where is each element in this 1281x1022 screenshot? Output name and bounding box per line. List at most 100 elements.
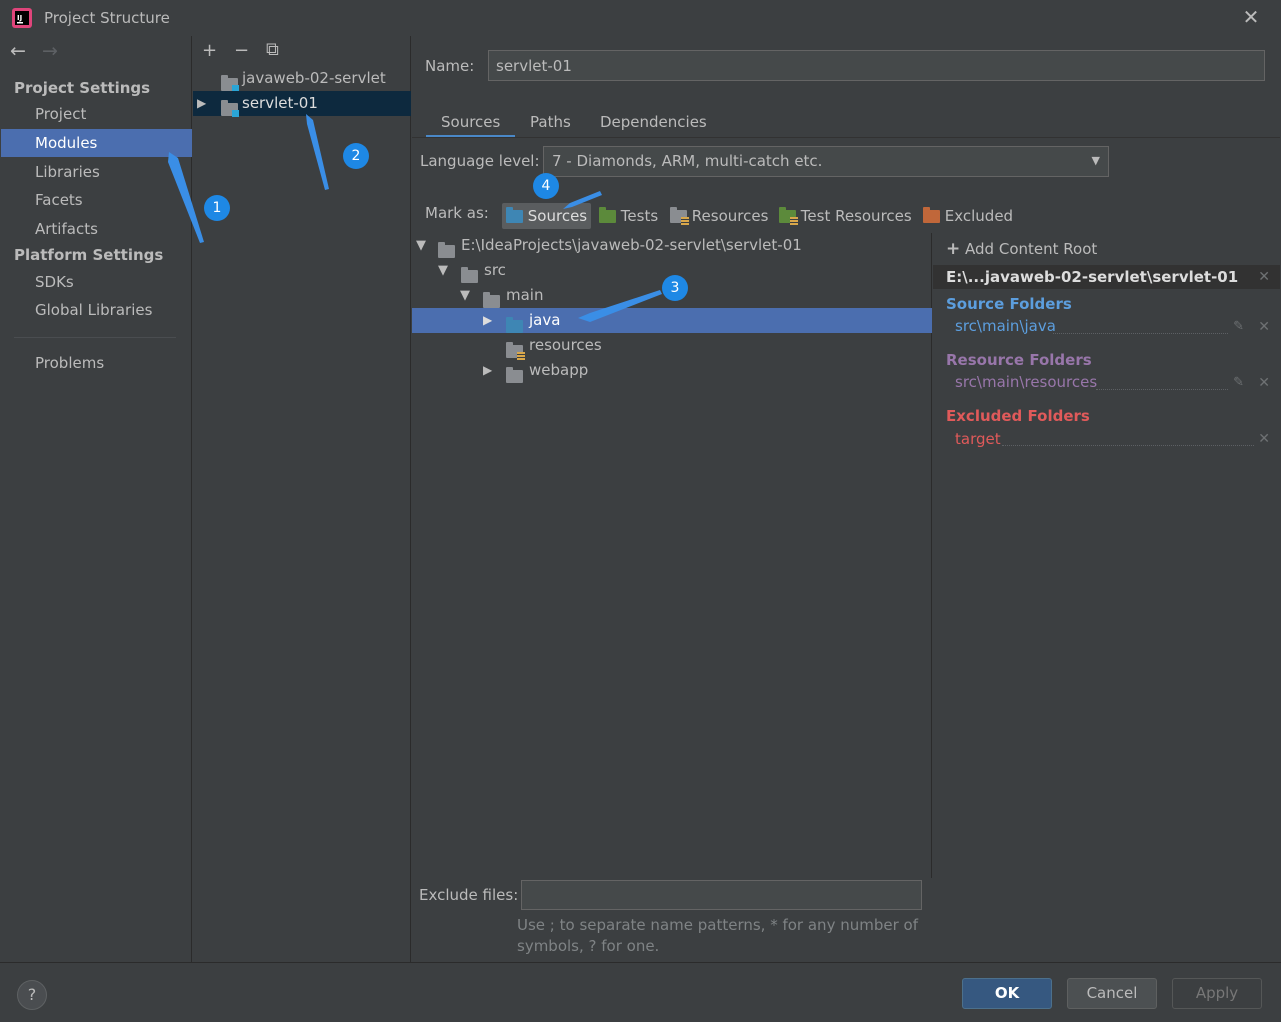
module-name-input[interactable] — [488, 50, 1265, 81]
sidebar-divider — [14, 337, 176, 338]
mark-as-label: Mark as: — [425, 204, 489, 222]
help-icon[interactable]: ? — [17, 980, 47, 1010]
exclude-files-input[interactable] — [521, 880, 922, 910]
collapse-triangle-icon[interactable]: ▼ — [416, 238, 426, 253]
excluded-folder-path: target — [955, 430, 1001, 448]
remove-resource-folder-icon[interactable]: ✕ — [1258, 375, 1270, 391]
copy-icon[interactable]: ⧉ — [266, 39, 279, 60]
folder-icon — [438, 242, 455, 258]
collapse-triangle-icon[interactable]: ▼ — [438, 263, 448, 278]
tree-label: E:\IdeaProjects\javaweb-02-servlet\servl… — [461, 236, 802, 254]
chevron-down-icon: ▼ — [1091, 154, 1100, 167]
sidebar-item-libraries[interactable]: Libraries — [35, 163, 100, 181]
modules-pane: + − ⧉ javaweb-02-servlet ▶ servlet-01 — [193, 36, 411, 962]
tab-paths[interactable]: Paths — [530, 113, 571, 131]
tree-row-resources[interactable]: resources — [412, 333, 932, 360]
source-folders-heading: Source Folders — [946, 295, 1072, 313]
excluded-folders-heading: Excluded Folders — [946, 407, 1090, 425]
callout-marker: 2 — [343, 143, 369, 169]
remove-excluded-folder-icon[interactable]: ✕ — [1258, 431, 1270, 447]
sidebar-item-global-libraries[interactable]: Global Libraries — [35, 301, 153, 319]
dotted-leader — [1096, 389, 1228, 390]
add-content-root-button[interactable]: + Add Content Root — [946, 239, 1098, 259]
platform-settings-heading: Platform Settings — [14, 246, 164, 264]
ok-button[interactable]: OK — [962, 978, 1052, 1009]
tree-label: java — [529, 311, 561, 329]
back-arrow-icon[interactable]: ← — [10, 40, 26, 62]
sidebar-item-modules[interactable]: Modules — [1, 129, 192, 157]
window-title: Project Structure — [44, 9, 170, 27]
source-folder-path: src\main\java — [955, 317, 1056, 335]
tree-label: webapp — [529, 361, 589, 379]
close-icon[interactable]: ✕ — [1242, 5, 1260, 29]
sidebar-item-artifacts[interactable]: Artifacts — [35, 220, 98, 238]
source-folder-tree: ▼ E:\IdeaProjects\javaweb-02-servlet\ser… — [412, 233, 932, 878]
expand-triangle-icon[interactable]: ▶ — [483, 363, 493, 377]
dotted-leader — [1053, 333, 1228, 334]
module-folder-icon — [221, 75, 239, 92]
tab-sources[interactable]: Sources — [426, 106, 516, 138]
add-icon[interactable]: + — [202, 40, 218, 61]
project-settings-heading: Project Settings — [14, 79, 151, 97]
tree-row-java[interactable]: ▶ java — [412, 308, 932, 333]
sidebar-item-facets[interactable]: Facets — [35, 191, 83, 209]
sources-folder-icon — [506, 207, 523, 223]
svg-text:IJ: IJ — [17, 14, 22, 22]
content-root-path: E:\...javaweb-02-servlet\servlet-01 ✕ — [933, 265, 1280, 289]
mark-sources-button[interactable]: Sources — [502, 203, 592, 229]
edit-pencil-icon[interactable]: ✎ — [1233, 319, 1244, 334]
cancel-button[interactable]: Cancel — [1067, 978, 1157, 1009]
callout-marker: 3 — [662, 275, 688, 301]
edit-pencil-icon[interactable]: ✎ — [1233, 375, 1244, 390]
mark-excluded-button[interactable]: Excluded — [919, 203, 1017, 229]
sidebar-item-problems[interactable]: Problems — [35, 354, 105, 372]
intellij-app-icon: IJ — [12, 8, 32, 28]
exclude-files-label: Exclude files: — [419, 886, 519, 904]
module-detail-panel: Name: Sources Paths Dependencies Languag… — [412, 36, 1280, 962]
module-label: servlet-01 — [242, 94, 318, 112]
module-row-servlet-01[interactable]: ▶ servlet-01 — [193, 91, 411, 117]
resource-folders-heading: Resource Folders — [946, 351, 1092, 369]
tree-row-src[interactable]: ▼ src — [412, 258, 932, 283]
mark-resources-button[interactable]: Resources — [666, 203, 772, 229]
tree-label: resources — [529, 336, 602, 354]
remove-source-folder-icon[interactable]: ✕ — [1258, 319, 1270, 335]
module-label: javaweb-02-servlet — [242, 69, 386, 87]
exclude-hint-line-1: Use ; to separate name patterns, * for a… — [517, 916, 918, 934]
callout-marker: 1 — [204, 195, 230, 221]
folder-icon — [483, 292, 500, 308]
language-level-select[interactable]: 7 - Diamonds, ARM, multi-catch etc. ▼ — [543, 146, 1109, 177]
dialog-footer: ? OK Cancel Apply — [0, 962, 1281, 1022]
expand-triangle-icon[interactable]: ▶ — [483, 313, 493, 327]
expand-triangle-icon[interactable]: ▶ — [197, 96, 207, 110]
sidebar-item-sdks[interactable]: SDKs — [35, 273, 74, 291]
mark-tests-button[interactable]: Tests — [595, 203, 662, 229]
tree-row-root[interactable]: ▼ E:\IdeaProjects\javaweb-02-servlet\ser… — [412, 233, 932, 258]
apply-button[interactable]: Apply — [1172, 978, 1262, 1009]
tab-dependencies[interactable]: Dependencies — [600, 113, 707, 131]
module-folder-icon — [221, 100, 239, 117]
tree-row-main[interactable]: ▼ main — [412, 283, 932, 308]
module-row-javaweb-02-servlet[interactable]: javaweb-02-servlet — [193, 66, 411, 92]
collapse-triangle-icon[interactable]: ▼ — [460, 288, 470, 303]
excluded-folder-icon — [923, 207, 940, 223]
title-bar: IJ Project Structure ✕ — [0, 0, 1281, 36]
tree-label: main — [506, 286, 544, 304]
test-resources-folder-icon — [779, 207, 798, 225]
dotted-leader — [1002, 445, 1254, 446]
name-label: Name: — [425, 57, 475, 75]
remove-icon[interactable]: − — [234, 40, 250, 61]
resources-folder-icon — [670, 207, 689, 225]
resource-folder-path: src\main\resources — [955, 373, 1098, 391]
language-level-label: Language level: — [420, 152, 540, 170]
remove-content-root-icon[interactable]: ✕ — [1258, 269, 1270, 285]
forward-arrow-icon[interactable]: → — [42, 40, 58, 62]
sidebar-item-project[interactable]: Project — [35, 105, 87, 123]
mark-test-resources-button[interactable]: Test Resources — [775, 203, 916, 229]
folder-icon — [506, 367, 523, 383]
sources-folder-icon — [506, 317, 523, 333]
tests-folder-icon — [599, 207, 616, 223]
exclude-hint-line-2: symbols, ? for one. — [517, 937, 660, 955]
tree-row-webapp[interactable]: ▶ webapp — [412, 358, 932, 383]
tab-divider — [412, 137, 1280, 138]
